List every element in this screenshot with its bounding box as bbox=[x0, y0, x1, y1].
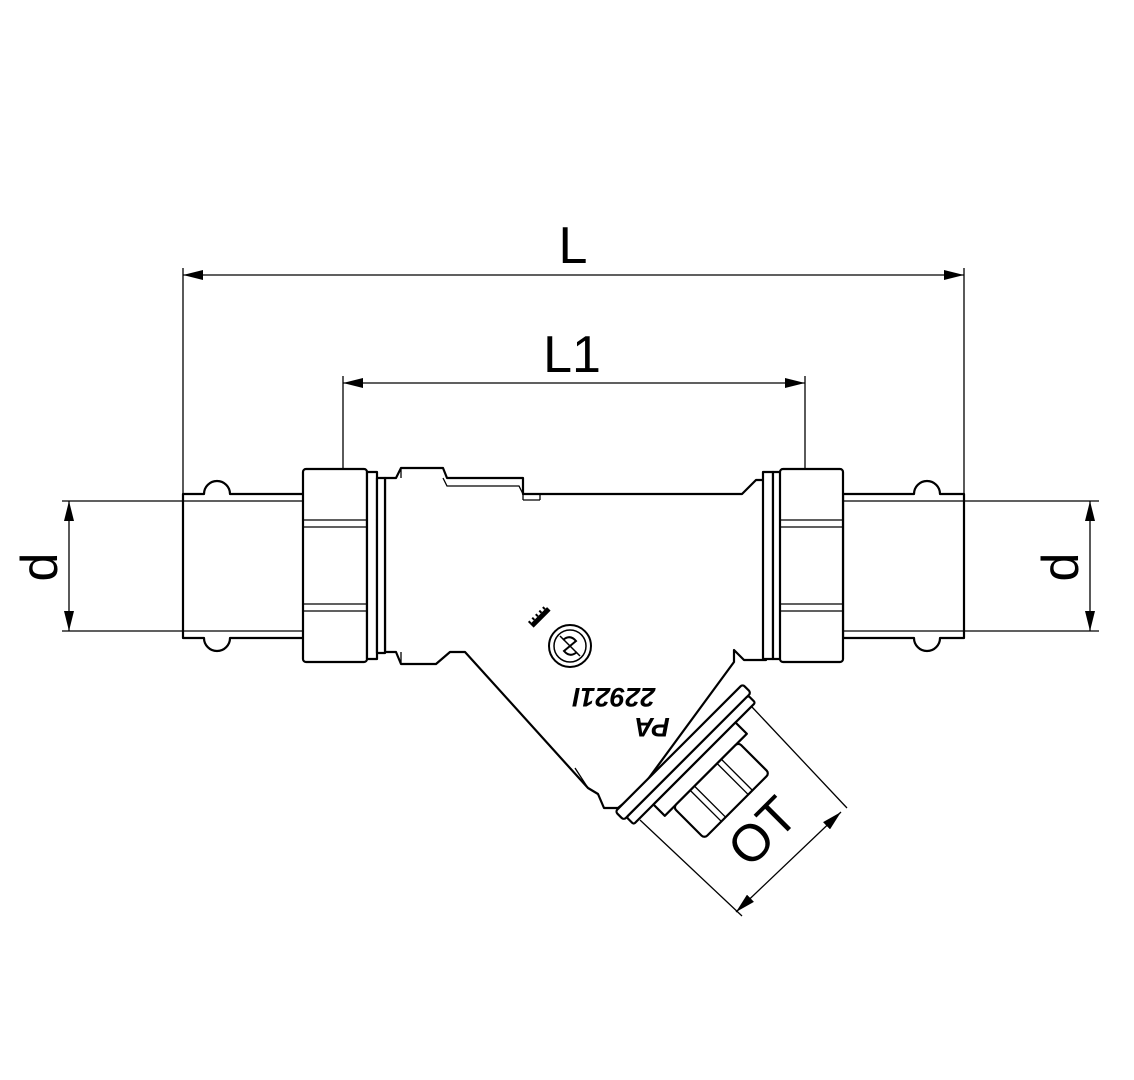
right-press-end bbox=[841, 479, 966, 653]
dimension-diameter-right: d bbox=[964, 500, 1099, 632]
dimension-line-ot bbox=[735, 811, 842, 913]
extension-line-ot-left bbox=[639, 819, 743, 917]
left-press-end bbox=[181, 479, 307, 653]
certification-seal bbox=[548, 624, 592, 668]
body-markings: PA 22921I bbox=[527, 606, 670, 742]
left-union-nut bbox=[301, 467, 387, 664]
marking-code-line2: 22921I bbox=[572, 682, 656, 712]
dimension-overall-length: L bbox=[182, 217, 965, 494]
label-d-left: d bbox=[11, 553, 69, 582]
label-l1: L1 bbox=[543, 326, 601, 384]
right-union-nut bbox=[761, 467, 845, 664]
dimension-diameter-left: d bbox=[11, 500, 183, 632]
marking-code-line1: PA bbox=[634, 712, 670, 742]
label-d-right: d bbox=[1032, 553, 1090, 582]
serial-dots-mark bbox=[527, 606, 551, 628]
dimension-center-length: L1 bbox=[342, 326, 806, 486]
filter-cap bbox=[615, 684, 769, 838]
extension-line-ot-right bbox=[751, 706, 848, 809]
strainer-body bbox=[383, 466, 768, 810]
label-l: L bbox=[559, 217, 588, 275]
